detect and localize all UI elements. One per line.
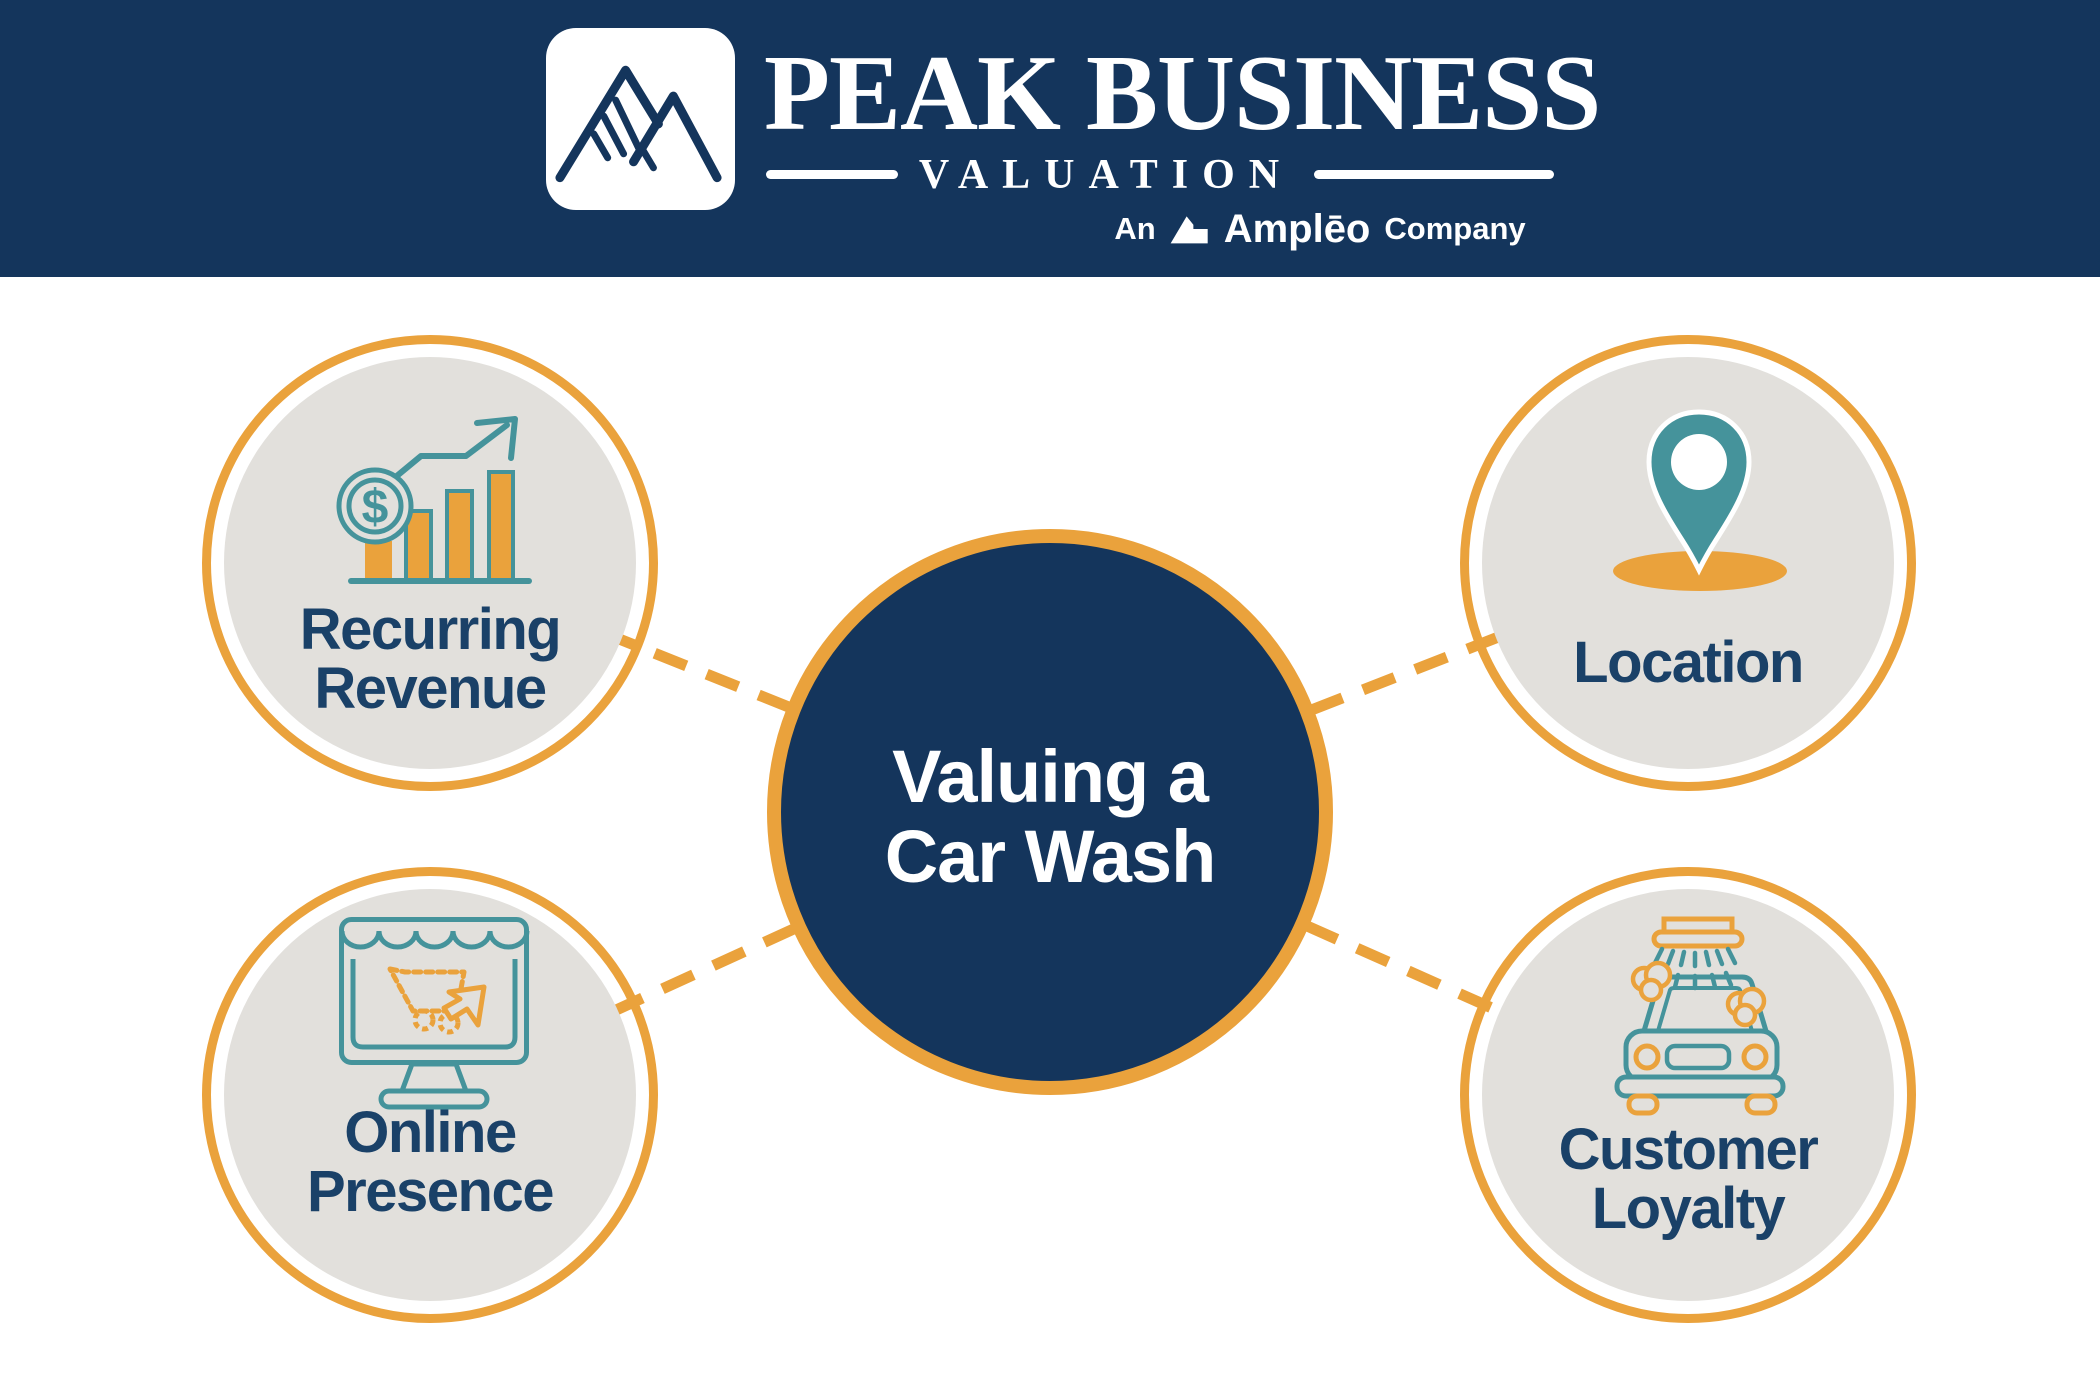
growth-bar-chart-icon: $ bbox=[336, 416, 532, 584]
node-center-title: Valuing a Car Wash bbox=[767, 529, 1333, 1095]
tagline-prefix: An bbox=[1114, 211, 1156, 246]
node-online-presence: Online Presence bbox=[202, 867, 658, 1323]
label-recurring-revenue: Recurring Revenue bbox=[299, 597, 562, 721]
label-location: Location bbox=[1573, 630, 1804, 695]
peak-logo bbox=[546, 28, 735, 210]
brand-subtitle: VALUATION bbox=[918, 152, 1294, 198]
brand-name: PEAK BUSINESS bbox=[764, 34, 1601, 153]
node-recurring-revenue: $ Recurring Revenue bbox=[202, 335, 658, 791]
tagline-brand: Amplēo bbox=[1223, 206, 1371, 251]
tagline-suffix: Company bbox=[1384, 211, 1526, 246]
mountain-logo-icon bbox=[555, 65, 722, 183]
car-wash-icon bbox=[1614, 916, 1786, 1116]
soap-bubbles bbox=[1630, 960, 1767, 1028]
valuation-left-rule bbox=[766, 170, 898, 179]
map-pin-icon bbox=[1613, 409, 1787, 591]
center-title: Valuing a Car Wash bbox=[884, 735, 1217, 898]
ampleo-logo-icon bbox=[1170, 216, 1208, 244]
node-customer-loyalty: Customer Loyalty bbox=[1460, 867, 1916, 1323]
node-location: Location bbox=[1460, 335, 1916, 791]
label-online-presence: Online Presence bbox=[307, 1100, 554, 1224]
label-customer-loyalty: Customer Loyalty bbox=[1558, 1117, 1819, 1241]
dollar-sign-glyph: $ bbox=[362, 481, 389, 534]
header-banner: PEAK BUSINESS VALUATION An Amplēo Compan… bbox=[0, 0, 2100, 277]
valuation-right-rule bbox=[1314, 170, 1554, 179]
tagline: An Amplēo Company bbox=[1085, 205, 1555, 253]
online-store-monitor-icon bbox=[339, 917, 530, 1110]
